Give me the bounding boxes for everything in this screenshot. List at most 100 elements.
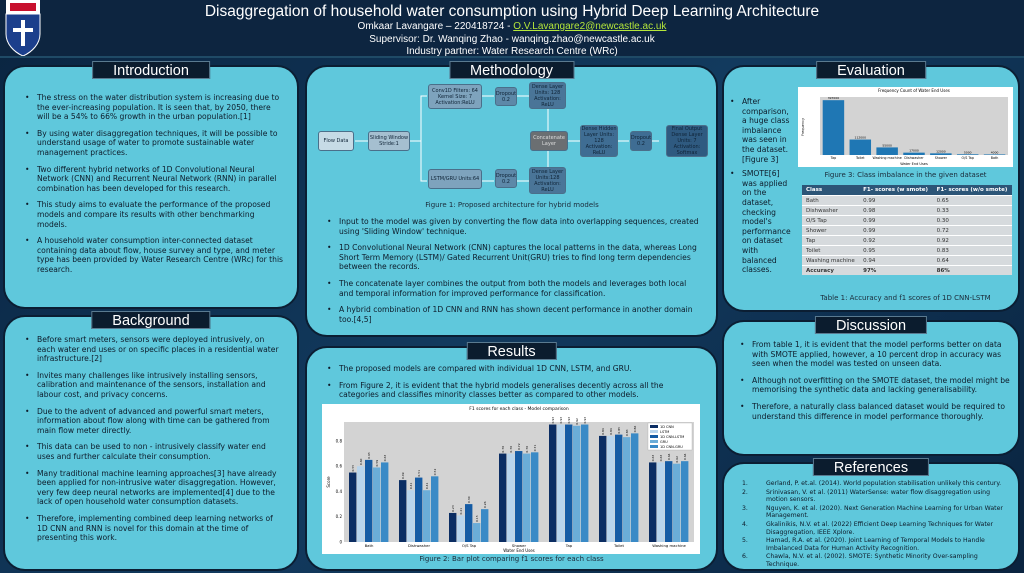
table-cell: 0.92 — [859, 235, 933, 246]
bar — [657, 462, 665, 542]
data-label: 0.15 — [475, 515, 479, 522]
bullet-item: Therefore, a naturally class balanced da… — [740, 402, 1010, 421]
data-label: 12000 — [936, 149, 946, 153]
bullet-item: By using water disaggregation techniques… — [25, 129, 283, 158]
x-tick-label: Tap — [830, 156, 837, 160]
data-label: 0.23 — [451, 505, 455, 512]
section-title: Evaluation — [816, 61, 926, 79]
x-tick-label: Dishwasher — [408, 543, 431, 548]
section-title: References — [812, 458, 930, 476]
bar — [673, 463, 681, 542]
data-label: 0.71 — [533, 445, 537, 452]
table-cell: 0.98 — [859, 205, 933, 216]
data-label: 0.70 — [525, 446, 529, 453]
legend-swatch — [650, 435, 658, 438]
reference-item: 6.Chawla, N.V. et al. (2002). SMOTE: Syn… — [742, 553, 1010, 568]
table-cell: 0.30 — [932, 215, 1012, 226]
node-concatenate: Concatenate Layer — [530, 131, 568, 151]
evaluation-list: After comparison, a huge class imbalance… — [724, 97, 794, 280]
bullet-item: Although not overfitting on the SMOTE da… — [740, 376, 1010, 395]
bullet-item: 1D Convolutional Neural Network (CNN) ca… — [327, 243, 702, 272]
bullet-item: The stress on the water distribution sys… — [25, 93, 283, 122]
table-cell: O/S Tap — [802, 215, 860, 226]
results-list: The proposed models are compared with in… — [307, 348, 716, 400]
x-tick-label: Dishwasher — [904, 156, 924, 160]
table-cell: 0.99 — [859, 195, 933, 206]
data-label: 0.59 — [375, 460, 379, 467]
data-label: 0.26 — [483, 501, 487, 508]
bar — [507, 453, 515, 542]
figure-2-caption: Figure 2: Bar plot comparing f1 scores f… — [419, 555, 604, 563]
data-label: 0.63 — [651, 455, 655, 462]
data-label: 0.93 — [583, 417, 587, 424]
section-title: Introduction — [92, 61, 210, 79]
y-axis-label: Frequency — [801, 118, 805, 136]
university-crest-logo — [5, 0, 41, 56]
author-email-link[interactable]: O.V.Lavangare2@newcastle.ac.uk — [513, 21, 667, 32]
references-list: 1.Gerland, P. et.al. (2014). World popul… — [724, 464, 1018, 569]
reference-text: Nguyen, K. et al. (2020). Next Generatio… — [766, 504, 1003, 520]
data-label: 0.93 — [567, 417, 571, 424]
bar — [415, 477, 423, 542]
legend-label: 1D CNN-LSTM — [660, 435, 684, 439]
supervisor-line: Supervisor: Dr. Wanqing Zhao - wanqing.z… — [369, 33, 655, 45]
legend-swatch — [650, 440, 658, 443]
legend-swatch — [650, 445, 658, 448]
y-tick-label: 0.4 — [336, 489, 343, 494]
data-label: 0.60 — [359, 458, 363, 465]
table-cell: Washing machine — [802, 255, 860, 266]
data-label: 0.84 — [601, 428, 605, 435]
table-cell: 0.72 — [932, 225, 1012, 236]
reference-item: 4. Gkalinikis, N.V. et al. (2022) Efficie… — [742, 521, 1010, 536]
data-label: 0.63 — [659, 455, 663, 462]
reference-number: 4. — [742, 520, 748, 528]
x-tick-label: Shower — [512, 543, 527, 548]
y-tick-label: 0.8 — [336, 438, 343, 443]
poster-title: Disaggregation of household water consum… — [204, 3, 820, 20]
node-conv1d: Conv1D Filters: 64 Kernel Size: 7 Activa… — [428, 84, 482, 109]
data-label: 0.83 — [625, 429, 629, 436]
bar — [449, 512, 457, 542]
data-label: 0.52 — [433, 469, 437, 476]
bar — [515, 451, 523, 542]
bullet-item: This data can be used to non - intrusive… — [25, 442, 283, 461]
introduction-panel: Introduction The stress on the water dis… — [3, 61, 299, 309]
x-tick-label: Washing machine — [652, 543, 686, 548]
data-label: 0.93 — [551, 417, 555, 424]
bar — [849, 139, 872, 155]
architecture-diagram: Flow Data Sliding Window Stride:1 Conv1D… — [312, 81, 712, 211]
bar — [431, 476, 439, 542]
data-label: 0.84 — [609, 428, 613, 435]
bar — [481, 509, 489, 542]
data-label: 5000 — [964, 150, 972, 154]
reference-number: 6. — [742, 553, 748, 561]
diagram-connectors — [355, 95, 659, 182]
data-label: 0.93 — [559, 417, 563, 424]
bullet-item: From table 1, it is evident that the mod… — [740, 340, 1010, 369]
bullet-item: The proposed models are compared with in… — [327, 364, 702, 374]
bullet-item: The concatenate layer combines the outpu… — [327, 279, 702, 298]
table-header: F1- scores (w smote) — [859, 185, 933, 196]
data-label: 0.92 — [575, 418, 579, 425]
table-cell: 0.99 — [859, 225, 933, 236]
x-tick-label: Washing machine — [873, 156, 902, 160]
node-dropout-3: Dropout 0.2 — [630, 131, 652, 151]
chart-title: Frequency Count of Water End Uses — [878, 88, 950, 93]
bar — [822, 100, 845, 155]
methodology-panel: Methodology Flow Data Sliding Window Str… — [305, 61, 718, 337]
bar — [473, 523, 481, 542]
bar — [903, 152, 925, 155]
bar — [623, 437, 631, 542]
data-label: 0.55 — [351, 465, 355, 472]
results-panel: Results The proposed models are compared… — [305, 342, 718, 571]
data-label: 0.65 — [367, 452, 371, 459]
node-flow-data: Flow Data — [318, 131, 354, 151]
bar — [665, 461, 673, 542]
reference-text: Gkalinikis, N.V. et al. (2022) Efficient… — [766, 520, 994, 536]
section-title: Methodology — [448, 61, 575, 79]
